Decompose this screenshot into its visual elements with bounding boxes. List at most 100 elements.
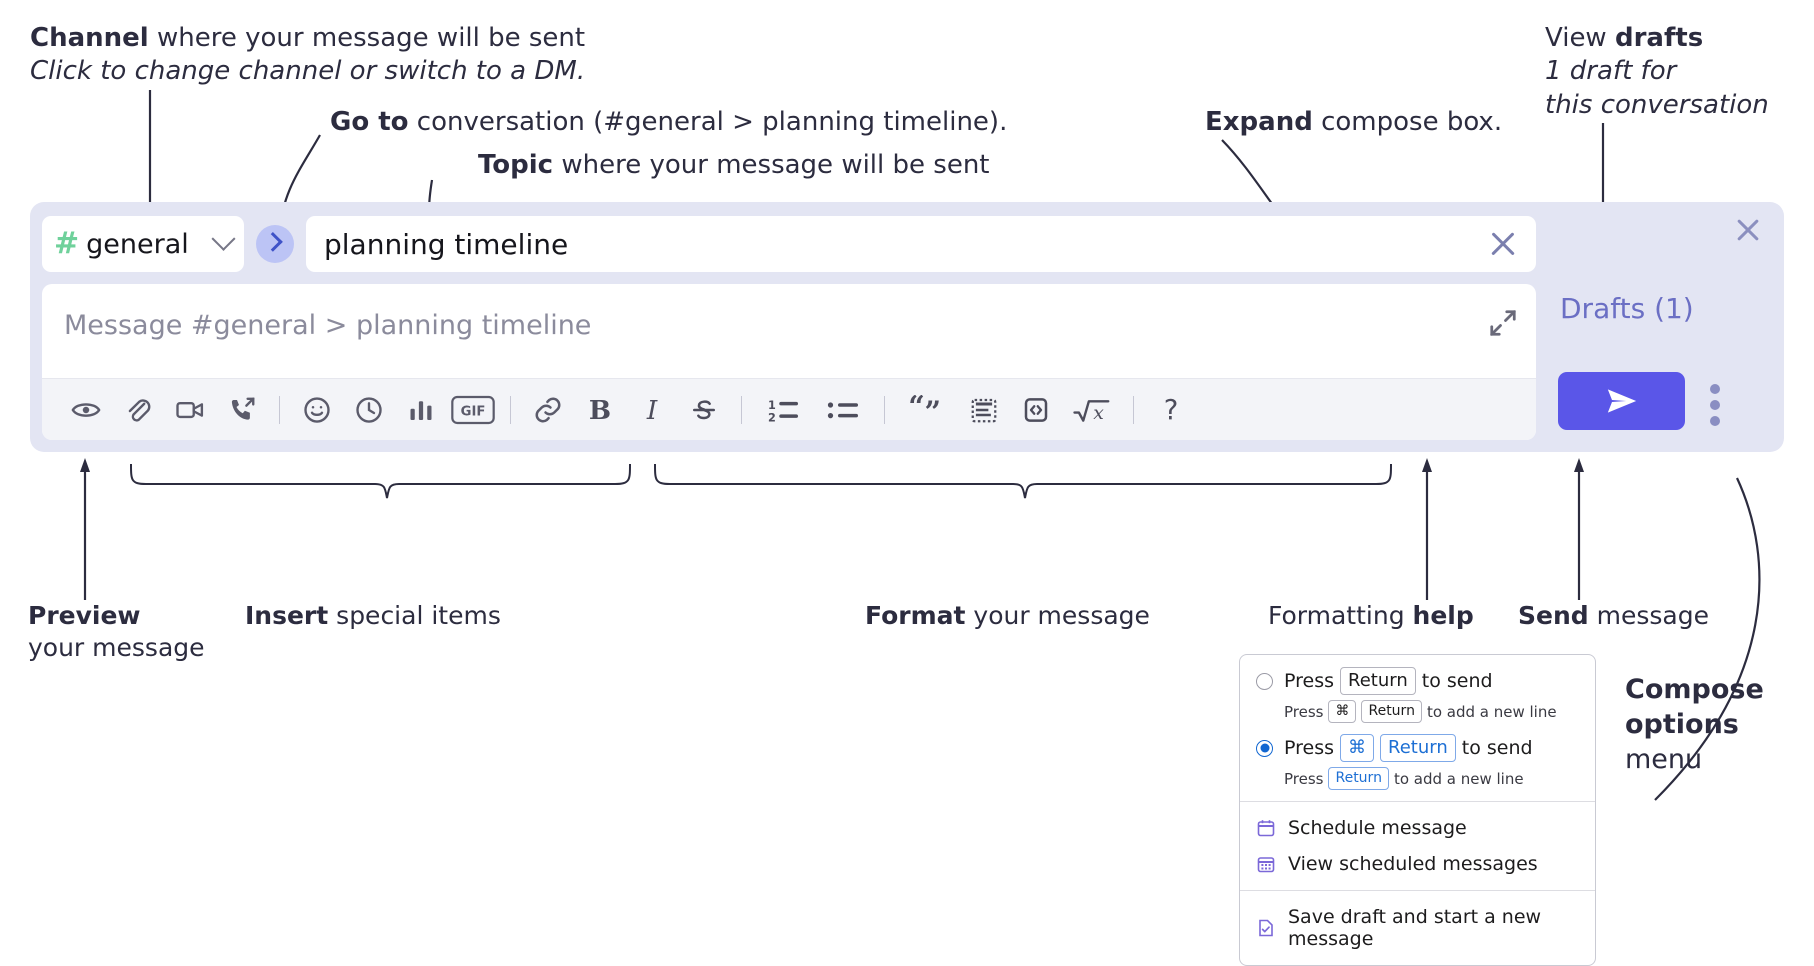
chevron-down-icon [211, 226, 236, 251]
menu-item-label: Schedule message [1288, 817, 1467, 840]
annotation-topic-rest: where your message will be sent [553, 150, 990, 180]
annotation-send-rest: message [1588, 601, 1709, 630]
option2-sub-post: to add a new line [1393, 769, 1524, 788]
strikethrough-icon[interactable] [678, 387, 730, 433]
svg-text:x: x [1093, 402, 1104, 423]
send-arrow-icon [1607, 389, 1636, 413]
message-input-area[interactable]: Message #general > planning timeline [42, 284, 1536, 440]
attachment-icon[interactable] [112, 387, 164, 433]
kebab-dot [1710, 384, 1720, 394]
compose-panel: # general planning timeline Message #gen… [30, 202, 1784, 452]
option2-sub-pre: Press [1284, 769, 1324, 788]
formatting-toolbar: GIF B I [42, 378, 1536, 440]
option2-post: to send [1461, 737, 1533, 760]
calendar-icon [1256, 818, 1276, 838]
send-option-return-sub: Press ⌘ Return to add a new line [1240, 700, 1595, 724]
option2-pre: Press [1284, 737, 1335, 760]
option1-pre: Press [1284, 670, 1335, 693]
compose-options-menu: Press Return to send Press ⌘ Return to a… [1239, 654, 1596, 966]
radio-button-selected[interactable] [1256, 739, 1273, 757]
annotation-drafts: View drafts 1 draft for this conversatio… [1545, 22, 1769, 122]
annotation-send-bold: Send [1518, 601, 1589, 630]
annotation-preview-rest: your message [28, 633, 205, 662]
annotation-drafts-bold: drafts [1614, 23, 1704, 53]
message-placeholder: Message #general > planning timeline [64, 310, 592, 341]
return-key: Return [1328, 767, 1389, 791]
calendar-grid-icon [1256, 854, 1276, 874]
option1-key: Return [1340, 667, 1416, 696]
annotation-channel-bold: Channel [30, 23, 149, 53]
annotation-insert: Insert special items [245, 600, 501, 632]
expand-icon[interactable] [1488, 308, 1518, 338]
code-icon[interactable] [1010, 387, 1062, 433]
topic-input[interactable]: planning timeline [306, 216, 1536, 272]
option1-sub-post: to add a new line [1426, 702, 1557, 721]
menu-item-view-scheduled[interactable]: View scheduled messages [1240, 846, 1595, 882]
svg-text:I: I [646, 395, 658, 424]
svg-text:”: ” [925, 395, 942, 425]
annotation-compose-line1: Compose [1625, 674, 1764, 705]
annotation-compose-line3: menu [1625, 744, 1703, 776]
blockquote-icon[interactable]: “ ” [896, 387, 958, 433]
annotation-channel-rest: where your message will be sent [148, 23, 586, 53]
menu-item-label: View scheduled messages [1288, 853, 1538, 876]
compose-options-button[interactable] [1710, 384, 1720, 426]
send-button[interactable] [1558, 372, 1685, 430]
gif-label: GIF [461, 404, 486, 419]
svg-text:B: B [589, 395, 611, 425]
annotation-format-bold: Format [865, 601, 966, 630]
toolbar-divider [510, 395, 511, 424]
annotation-help-bold: help [1412, 601, 1474, 630]
send-option-cmd-return-sub: Press Return to add a new line [1240, 767, 1595, 791]
annotation-format: Format your message [865, 600, 1150, 632]
poll-icon[interactable] [395, 387, 447, 433]
channel-selector[interactable]: # general [42, 216, 244, 272]
clock-icon[interactable] [343, 387, 395, 433]
menu-item-save-draft[interactable]: Save draft and start a new message [1240, 899, 1595, 957]
gif-icon[interactable]: GIF [447, 387, 499, 433]
annotation-drafts-plain: View [1545, 23, 1615, 53]
call-icon[interactable] [216, 387, 268, 433]
menu-item-schedule-message[interactable]: Schedule message [1240, 810, 1595, 846]
menu-divider [1240, 801, 1595, 803]
svg-text:2: 2 [768, 411, 776, 424]
radio-button[interactable] [1256, 672, 1273, 690]
annotation-send: Send message [1518, 600, 1709, 632]
drafts-link[interactable]: Drafts (1) [1560, 292, 1694, 325]
close-icon[interactable] [1734, 216, 1762, 244]
return-key: Return [1361, 700, 1422, 724]
video-icon[interactable] [164, 387, 216, 433]
kebab-dot [1710, 400, 1720, 410]
save-draft-icon [1256, 918, 1276, 938]
preview-icon[interactable] [60, 387, 112, 433]
annotation-expand: Expand compose box. [1205, 106, 1502, 139]
annotation-channel-italic: Click to change channel or switch to a D… [30, 56, 586, 87]
italic-icon[interactable]: I [626, 387, 678, 433]
link-icon[interactable] [522, 387, 574, 433]
annotation-goto-rest: conversation (#general > planning timeli… [408, 107, 1008, 137]
ordered-list-icon[interactable]: 1 2 [753, 387, 813, 433]
close-icon[interactable] [1488, 229, 1518, 259]
emoji-icon[interactable] [291, 387, 343, 433]
goto-conversation-button[interactable] [256, 225, 294, 263]
annotation-insert-bold: Insert [245, 601, 329, 630]
compose-inner: # general planning timeline Message #gen… [42, 214, 1536, 440]
help-icon[interactable]: ? [1145, 387, 1197, 433]
annotation-goto: Go to conversation (#general > planning … [330, 106, 1007, 139]
annotation-expand-rest: compose box. [1312, 107, 1503, 137]
toolbar-divider [1133, 395, 1134, 424]
math-icon[interactable]: x [1062, 387, 1122, 433]
annotation-drafts-italic1: 1 draft for [1545, 56, 1677, 87]
toolbar-divider [884, 395, 885, 424]
bold-icon[interactable]: B [574, 387, 626, 433]
command-key: ⌘ [1328, 700, 1357, 724]
send-option-return[interactable]: Press Return to send [1240, 667, 1595, 696]
code-block-icon[interactable] [958, 387, 1010, 433]
annotation-topic: Topic where your message will be sent [478, 149, 990, 182]
annotation-help-plain: Formatting [1268, 601, 1413, 630]
bulleted-list-icon[interactable] [813, 387, 873, 433]
format-brace [654, 463, 1392, 499]
send-option-cmd-return[interactable]: Press ⌘ Return to send [1240, 734, 1595, 763]
annotation-formatting-help: Formatting help [1268, 600, 1474, 632]
kebab-dot [1710, 416, 1720, 426]
